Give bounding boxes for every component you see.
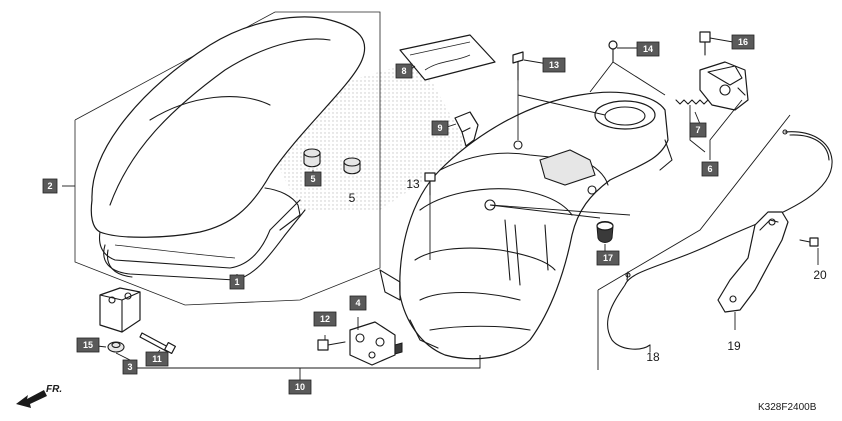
hinge-plate <box>349 321 403 366</box>
label-20: 20 <box>813 268 827 282</box>
latch-spring <box>675 99 709 105</box>
callout-3: 3 <box>122 359 138 375</box>
screw-top <box>608 40 618 63</box>
callout-8: 8 <box>395 63 413 79</box>
callout-7: 7 <box>689 122 707 138</box>
seat-hinge-block <box>99 287 141 333</box>
callout-12: 12 <box>313 311 337 327</box>
callout-11-label: 11 <box>152 354 162 364</box>
latch-bolt <box>699 31 711 56</box>
callout-6: 6 <box>701 161 719 177</box>
drawing-code: K328F2400B <box>758 402 817 413</box>
callout-8-label: 8 <box>401 66 406 76</box>
seat-lock-cable <box>607 129 833 350</box>
callout-12-label: 12 <box>320 314 330 324</box>
hinge-bolt <box>317 339 346 351</box>
callout-10-label: 10 <box>295 382 305 392</box>
label-13: 13 <box>406 177 420 191</box>
seat-assembly-frame <box>74 11 381 306</box>
callout-15: 15 <box>76 337 100 353</box>
callout-3-label: 3 <box>127 362 132 372</box>
callout-15-label: 15 <box>83 340 93 350</box>
callout-5: 5 <box>304 171 322 187</box>
drain-plug <box>596 221 614 243</box>
cover-screw <box>799 237 819 247</box>
callout-10: 10 <box>288 379 312 395</box>
callout-14-label: 14 <box>643 44 653 54</box>
front-direction-arrow-icon: FR. <box>16 384 62 408</box>
screw-left <box>424 172 436 196</box>
callout-16: 16 <box>731 34 755 50</box>
hinge-pin <box>139 332 177 355</box>
front-direction-label: FR. <box>46 384 62 395</box>
luggage-box <box>379 91 673 360</box>
callout-2-label: 2 <box>47 181 52 191</box>
hinge-collar <box>107 341 125 353</box>
callout-11: 11 <box>145 351 169 367</box>
callout-16-label: 16 <box>738 37 748 47</box>
callout-7-label: 7 <box>695 125 700 135</box>
callout-17-label: 17 <box>603 253 613 263</box>
callout-9-label: 9 <box>437 123 442 133</box>
bump-rubber-b <box>343 157 361 175</box>
callout-9: 9 <box>431 120 449 136</box>
callout-17: 17 <box>596 250 620 266</box>
callout-1: 1 <box>229 274 245 290</box>
callout-4-label: 4 <box>355 298 360 308</box>
callout-13: 13 <box>542 57 566 73</box>
label-18: 18 <box>646 350 660 364</box>
seat-latch <box>699 61 749 111</box>
bump-rubber-a <box>303 148 321 168</box>
callout-6-label: 6 <box>707 164 712 174</box>
helmet-hook <box>454 111 479 147</box>
label-19: 19 <box>727 339 741 353</box>
callout-2: 2 <box>42 178 58 194</box>
callout-13-label: 13 <box>549 60 559 70</box>
seat <box>90 16 366 269</box>
callout-5-label: 5 <box>310 174 315 184</box>
label-5: 5 <box>349 191 356 205</box>
cable-cover <box>717 211 789 313</box>
callout-14: 14 <box>636 41 660 57</box>
callout-1-label: 1 <box>234 277 239 287</box>
callout-4: 4 <box>349 295 367 311</box>
document-pouch <box>399 34 496 81</box>
screw-box <box>512 51 524 81</box>
